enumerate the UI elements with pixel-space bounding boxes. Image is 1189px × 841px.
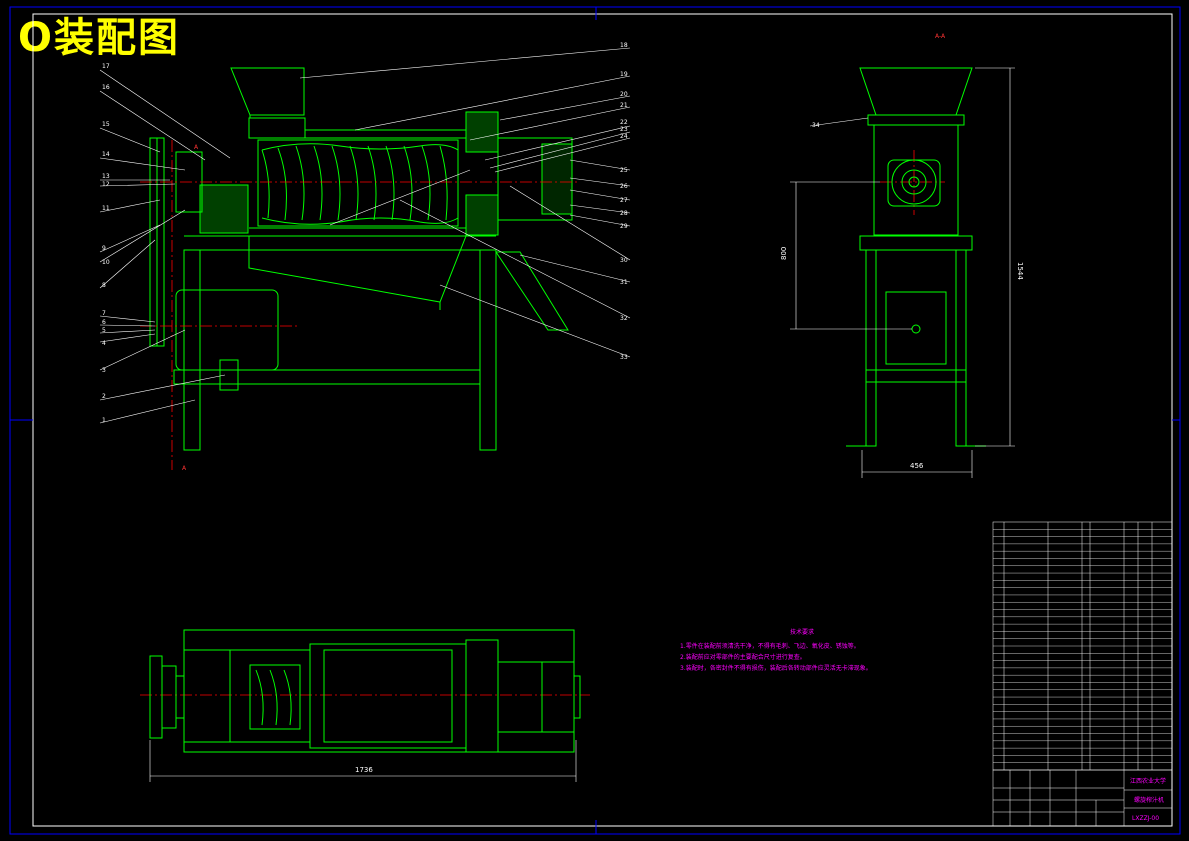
- tech-requirements-heading: 技术要求: [790, 628, 814, 636]
- dimension-side-center: 800: [780, 247, 788, 260]
- part-label: 9: [102, 245, 106, 252]
- tech-requirements-line: 2.装配前应对零部件的主要配合尺寸进行复查。: [680, 653, 806, 661]
- front-view: [149, 67, 573, 451]
- outer-frame: [9, 6, 1181, 835]
- part-label: 18: [620, 42, 628, 49]
- part-label: 20: [620, 91, 628, 98]
- tech-requirements-line: 1.零件在装配前须清洗干净，不得有毛刺、飞边、氧化皮、锈蚀等。: [680, 642, 860, 650]
- section-mark-bottom: A: [182, 465, 187, 472]
- part-label: 30: [620, 257, 628, 264]
- dimension-top-length: 1736: [355, 766, 373, 774]
- part-label: 2: [102, 393, 106, 400]
- part-label: 21: [620, 102, 628, 109]
- leader-lines-right: [299, 47, 631, 358]
- part-label: 16: [102, 84, 110, 91]
- part-label: 19: [620, 71, 628, 78]
- part-label: 22: [620, 119, 628, 126]
- part-label: 25: [620, 167, 628, 174]
- part-label: 23: [620, 126, 628, 133]
- title-block-org: 江西农业大学: [1130, 777, 1166, 785]
- part-label: 13: [102, 173, 110, 180]
- top-view-dimension: [149, 740, 577, 782]
- side-view: [846, 67, 986, 447]
- part-label: 12: [102, 181, 110, 188]
- title-block-code: LXZZJ-00: [1132, 815, 1159, 822]
- title-block-name: 螺旋榨汁机: [1134, 796, 1164, 804]
- part-numbers-right: 18 19 20 21 22 23 24 25 26 27 28 29 30 3…: [620, 42, 628, 361]
- part-label: 17: [102, 63, 110, 70]
- part-label: 10: [102, 259, 110, 266]
- part-label: 15: [102, 121, 110, 128]
- part-numbers-left: 17 16 15 14 13 12 11 9 10 8 7 6 5 4 3 2 …: [102, 63, 110, 424]
- leader-lines-left: [99, 69, 231, 424]
- tech-requirements: 技术要求 1.零件在装配前须清洗干净，不得有毛刺、飞边、氧化皮、锈蚀等。 2.装…: [680, 628, 872, 672]
- part-label: 1: [102, 417, 106, 424]
- part-label: 11: [102, 205, 110, 212]
- part-label: 29: [620, 223, 628, 230]
- part-label: 6: [102, 319, 106, 326]
- part-label: 3: [102, 367, 106, 374]
- part-label: 14: [102, 151, 110, 158]
- part-label: 5: [102, 327, 106, 334]
- centerlines: [140, 140, 945, 696]
- part-label: 8: [102, 282, 106, 289]
- dimension-side-width: 456: [910, 462, 924, 470]
- part-label: 33: [620, 354, 628, 361]
- part-label: 31: [620, 279, 628, 286]
- part-label: 32: [620, 315, 628, 322]
- section-mark-top: A: [194, 144, 199, 151]
- title-block: [992, 769, 1173, 827]
- part-label: 7: [102, 310, 106, 317]
- top-view: [149, 629, 581, 753]
- parts-list-rows: [993, 529, 1172, 763]
- dimension-side-height: 1544: [1016, 262, 1024, 280]
- side-view-part-label: 34: [812, 122, 820, 129]
- side-view-dimensions: [790, 67, 1015, 478]
- part-label: 27: [620, 197, 628, 204]
- drawing-title: O装配图: [18, 15, 181, 61]
- part-label: 24: [620, 133, 628, 140]
- part-label: 26: [620, 183, 628, 190]
- tech-requirements-line: 3.装配时，各密封件不得有损伤，装配后各转动部件应灵活无卡滞现象。: [680, 664, 872, 672]
- part-label: 4: [102, 340, 106, 347]
- part-label: 28: [620, 210, 628, 217]
- section-view-label: A-A: [935, 33, 946, 40]
